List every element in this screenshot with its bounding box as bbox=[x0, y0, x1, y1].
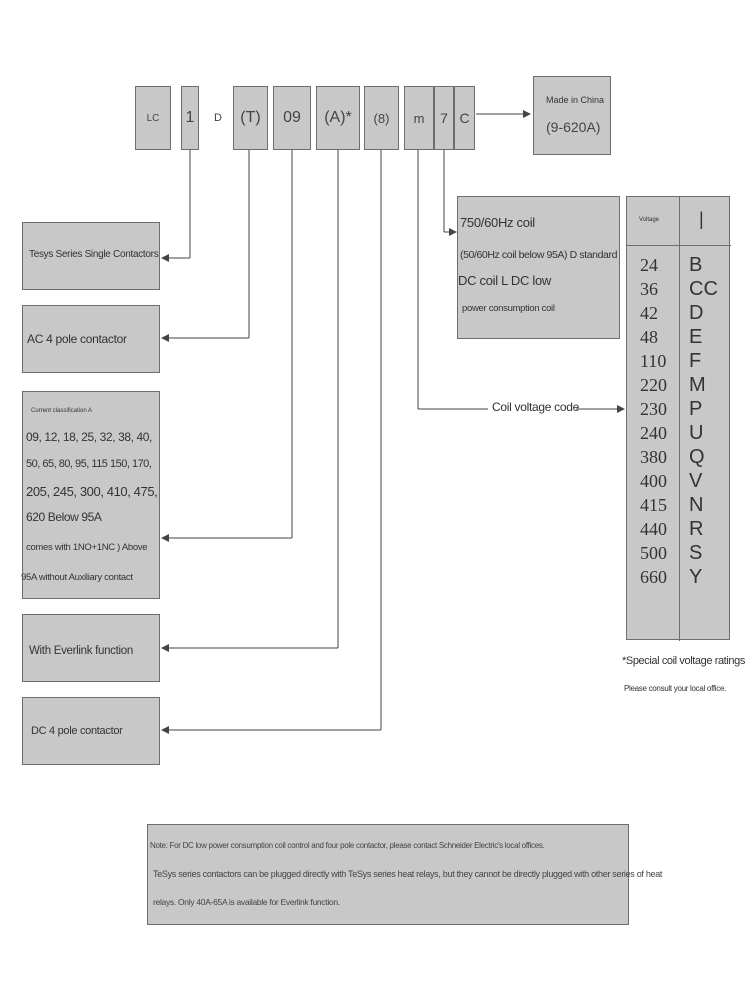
code-7-text: 7 bbox=[440, 110, 448, 126]
voltage-code: Q bbox=[689, 446, 705, 468]
note-line3: relays. Only 40A-65A is available for Ev… bbox=[153, 897, 340, 907]
everlink-box: With Everlink function bbox=[22, 614, 160, 682]
made-in-box: Made in China (9-620A) bbox=[533, 76, 611, 155]
code-a: (A)* bbox=[316, 86, 360, 150]
voltage-column: 24 36 42 48 110 220 230 240 380 400 415 440 500 660 bbox=[640, 253, 667, 589]
current-class-box: Current classification A 09, 12, 18, 25,… bbox=[21, 391, 160, 599]
voltage-value: 42 bbox=[640, 303, 658, 323]
voltage-code: Y bbox=[689, 566, 703, 588]
made-in-line1: Made in China bbox=[546, 95, 605, 105]
voltage-code: E bbox=[689, 326, 703, 348]
current-line-2: 50, 65, 80, 95, 115 150, 170, bbox=[26, 458, 152, 470]
voltage-table-header-rule bbox=[627, 245, 731, 246]
voltage-value: 660 bbox=[640, 567, 667, 587]
coil-voltage-code-label: Coil voltage code bbox=[492, 400, 579, 414]
current-line-3: 205, 245, 300, 410, 475, bbox=[26, 484, 158, 499]
voltage-table-divider bbox=[679, 197, 680, 641]
code-a-text: (A)* bbox=[324, 109, 352, 126]
code-c: C bbox=[454, 86, 475, 150]
coil-line-2: (50/60Hz coil below 95A) D standard bbox=[460, 249, 618, 261]
tesys-series-text: Tesys Series Single Contactors bbox=[29, 249, 159, 260]
voltage-value: 36 bbox=[640, 279, 658, 299]
code-lc: LC bbox=[135, 86, 171, 150]
code-m-text: m bbox=[413, 110, 425, 126]
made-in-line2: (9-620A) bbox=[546, 119, 601, 135]
current-line-5: comes with 1NO+1NC ) Above bbox=[26, 542, 148, 553]
code-09: 09 bbox=[273, 86, 311, 150]
voltage-code: B bbox=[689, 254, 703, 276]
voltage-code: R bbox=[689, 518, 704, 540]
voltage-value: 380 bbox=[640, 447, 667, 467]
voltage-code: P bbox=[689, 398, 703, 420]
code-one: 1 bbox=[181, 86, 199, 150]
voltage-value: 220 bbox=[640, 375, 667, 395]
voltage-code: N bbox=[689, 494, 704, 516]
voltage-code: M bbox=[689, 374, 706, 396]
code-09-text: 09 bbox=[283, 109, 301, 126]
current-line-1: 09, 12, 18, 25, 32, 38, 40, bbox=[26, 430, 152, 444]
note-line2: TeSys series contactors can be plugged d… bbox=[153, 869, 663, 879]
code-m: m bbox=[404, 86, 434, 150]
code-one-text: 1 bbox=[185, 109, 195, 126]
ac-4-pole-box: AC 4 pole contactor bbox=[22, 305, 160, 373]
code-d-text: D bbox=[214, 112, 222, 124]
voltage-code: U bbox=[689, 422, 704, 444]
dc-4-pole-box: DC 4 pole contactor bbox=[22, 697, 160, 765]
current-class-header: Current classification A bbox=[31, 408, 93, 414]
code-8-text: (8) bbox=[373, 110, 390, 126]
voltage-value: 240 bbox=[640, 423, 667, 443]
voltage-code: CC bbox=[689, 278, 718, 300]
current-line-4: 620 Below 95A bbox=[26, 510, 102, 524]
code-t: (T) bbox=[233, 86, 268, 150]
special-note-line2: Please consult your local office. bbox=[624, 684, 727, 693]
voltage-code: S bbox=[689, 542, 703, 564]
code-7: 7 bbox=[434, 86, 454, 150]
coil-line-3: DC coil L DC low bbox=[458, 273, 551, 288]
tesys-series-box: Tesys Series Single Contactors bbox=[22, 222, 160, 290]
code-lc-text: LC bbox=[146, 112, 160, 124]
code-c-text: C bbox=[459, 110, 470, 126]
voltage-value: 110 bbox=[640, 351, 667, 371]
coil-line-1: 750/60Hz coil bbox=[460, 215, 535, 230]
code-t-text: (T) bbox=[240, 109, 261, 126]
voltage-code: D bbox=[689, 302, 704, 324]
note-line1: Note: For DC low power consumption coil … bbox=[150, 841, 545, 850]
voltage-value: 400 bbox=[640, 471, 667, 491]
code-8: (8) bbox=[364, 86, 399, 150]
code-d: D bbox=[208, 86, 228, 150]
voltage-value: 230 bbox=[640, 399, 667, 419]
coil-type-box: 750/60Hz coil (50/60Hz coil below 95A) D… bbox=[457, 196, 620, 339]
voltage-value: 48 bbox=[640, 327, 658, 347]
voltage-value: 24 bbox=[640, 255, 658, 275]
special-note-line1: *Special coil voltage ratings bbox=[622, 655, 745, 667]
dc-4-pole-text: DC 4 pole contactor bbox=[31, 725, 123, 737]
note-box: Note: For DC low power consumption coil … bbox=[147, 824, 662, 925]
voltage-value: 415 bbox=[640, 495, 667, 515]
ac-4-pole-text: AC 4 pole contactor bbox=[27, 332, 127, 346]
voltage-code: V bbox=[689, 470, 703, 492]
coil-line-4: power consumption coil bbox=[462, 303, 555, 314]
voltage-value: 500 bbox=[640, 543, 667, 563]
voltage-header-right: | bbox=[699, 209, 704, 229]
voltage-code: F bbox=[689, 350, 702, 372]
voltage-table: Voltage | 24 36 42 48 110 220 230 240 380 400 415 4… bbox=[626, 196, 731, 641]
voltage-value: 440 bbox=[640, 519, 667, 539]
voltage-header-left: Voltage bbox=[639, 217, 660, 223]
current-line-6: 95A without Auxiliary contact bbox=[21, 572, 133, 583]
everlink-text: With Everlink function bbox=[29, 645, 133, 657]
